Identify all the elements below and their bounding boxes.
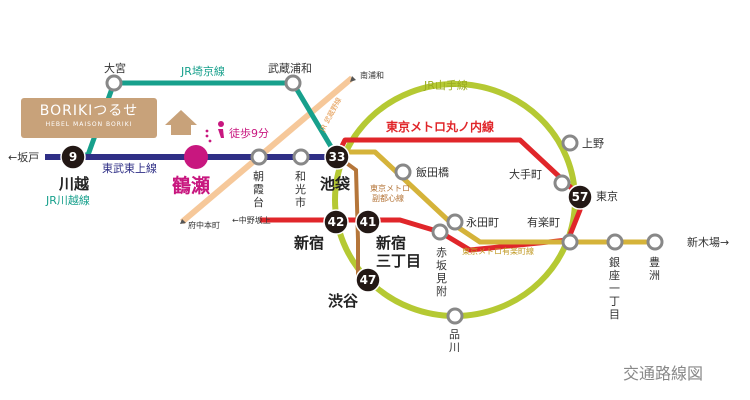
label-ginza-itchome: 銀 座 一 丁 目 xyxy=(609,255,620,321)
line-label-marunouchi: 東京メトロ丸ノ内線 xyxy=(386,119,494,134)
label-nagatacho: 永田町 xyxy=(466,215,499,229)
station-ueno[interactable] xyxy=(561,134,579,152)
minami-urawa-arrow-icon xyxy=(350,76,356,82)
svg-text:座: 座 xyxy=(609,268,620,282)
line-label-saikyo: JR埼京線 xyxy=(180,64,225,78)
svg-text:銀: 銀 xyxy=(609,255,620,269)
svg-text:一: 一 xyxy=(609,282,620,295)
svg-text:附: 附 xyxy=(436,284,447,298)
line-label-fukutoshin-2: 副都心線 xyxy=(372,193,404,203)
walker-icon xyxy=(205,121,224,143)
house-icon xyxy=(165,110,197,135)
station-iidabashi[interactable] xyxy=(394,163,412,181)
svg-text:朝: 朝 xyxy=(253,170,264,183)
label-iidabashi: 飯田橋 xyxy=(416,165,449,179)
label-ueno: 上野 xyxy=(582,137,604,150)
station-nagatacho[interactable] xyxy=(446,213,464,231)
svg-text:見: 見 xyxy=(436,272,447,285)
line-label-yurakucho: 東京メトロ有楽町線 xyxy=(462,246,534,256)
line-label-fukutoshin-1: 東京メトロ xyxy=(370,183,410,193)
walk-time: 徒歩9分 xyxy=(229,126,269,140)
direction-nakano-sakaue: ←中野坂上 xyxy=(232,215,271,225)
svg-text:坂: 坂 xyxy=(436,259,447,272)
svg-text:川: 川 xyxy=(449,341,460,354)
svg-text:品: 品 xyxy=(449,328,460,341)
badge-shinjuku-3: 41 xyxy=(355,209,381,235)
direction-minami-urawa: 南浦和 xyxy=(360,70,384,80)
svg-text:9: 9 xyxy=(69,150,77,164)
label-shinjuku-3-b: 三丁目 xyxy=(376,252,421,270)
svg-text:33: 33 xyxy=(329,150,346,164)
brand-name: BORIKIつるせ xyxy=(39,103,139,119)
label-akasaka-mitsuke: 赤 坂 見 附 xyxy=(436,246,447,298)
label-yurakucho: 有楽町 xyxy=(527,215,560,229)
svg-text:47: 47 xyxy=(360,273,377,287)
svg-text:市: 市 xyxy=(295,195,306,209)
label-tsuruse: 鶴瀬 xyxy=(172,174,210,197)
station-musashi-urawa[interactable] xyxy=(284,74,302,92)
direction-sakado: ←坂戸 xyxy=(8,151,39,164)
svg-text:丁: 丁 xyxy=(609,295,620,308)
direction-shin-kiba: 新木場→ xyxy=(687,235,729,249)
station-toyosu[interactable] xyxy=(646,233,664,251)
label-wakoshi: 和 光 市 xyxy=(295,170,306,209)
fuchu-hommachi-arrow-icon xyxy=(180,219,186,224)
station-shinagawa[interactable] xyxy=(446,307,464,325)
label-omiya: 大宮 xyxy=(104,61,126,75)
map-caption: 交通路線図 xyxy=(623,364,703,383)
station-asakadai[interactable] xyxy=(250,148,268,166)
svg-text:豊: 豊 xyxy=(649,256,660,269)
svg-text:目: 目 xyxy=(609,308,620,321)
station-yurakucho[interactable] xyxy=(561,233,579,251)
label-asakadai: 朝 霞 台 xyxy=(253,170,264,209)
direction-fuchu-hommachi: 府中本町 xyxy=(188,220,220,230)
brand-badge: BORIKIつるせ HEBEL MAISON BORIKI xyxy=(21,98,157,138)
line-label-kawagoe: JR川越線 xyxy=(45,193,90,207)
badge-kawagoe: 9 xyxy=(60,144,86,170)
label-toyosu: 豊 洲 xyxy=(649,256,660,282)
badge-shinjuku: 42 xyxy=(323,209,349,235)
badge-shibuya: 47 xyxy=(355,267,381,293)
svg-text:霞: 霞 xyxy=(253,183,264,196)
svg-text:41: 41 xyxy=(360,215,377,229)
fukutoshin-line xyxy=(343,160,360,280)
svg-text:洲: 洲 xyxy=(649,269,660,282)
svg-text:和: 和 xyxy=(295,170,306,183)
svg-text:赤: 赤 xyxy=(436,246,447,259)
label-tokyo: 東京 xyxy=(596,189,618,203)
label-otemachi: 大手町 xyxy=(509,167,542,181)
label-shinjuku: 新宿 xyxy=(294,234,324,252)
svg-text:光: 光 xyxy=(295,182,306,196)
line-label-yamanote: JR山手線 xyxy=(423,78,468,92)
label-shinagawa: 品 川 xyxy=(449,328,460,354)
musashino-line xyxy=(180,75,354,225)
badge-tokyo: 57 xyxy=(567,184,593,210)
station-tsuruse[interactable] xyxy=(184,145,208,169)
station-wakoshi[interactable] xyxy=(292,148,310,166)
label-shibuya: 渋谷 xyxy=(328,292,359,310)
label-kawagoe: 川越 xyxy=(58,175,90,193)
label-shinjuku-3-a: 新宿 xyxy=(376,234,406,252)
label-ikebukuro: 池袋 xyxy=(320,175,351,193)
station-markers xyxy=(105,74,664,325)
station-ginza-itchome[interactable] xyxy=(606,233,624,251)
label-musashi-urawa: 武蔵浦和 xyxy=(268,62,312,75)
badge-ikebukuro: 33 xyxy=(324,144,350,170)
svg-text:57: 57 xyxy=(572,190,589,204)
svg-text:台: 台 xyxy=(253,195,264,209)
station-akasaka-mitsuke[interactable] xyxy=(431,223,449,241)
svg-text:42: 42 xyxy=(328,215,345,229)
station-omiya[interactable] xyxy=(105,74,123,92)
brand-subtitle: HEBEL MAISON BORIKI xyxy=(45,121,133,128)
station-otemachi[interactable] xyxy=(553,174,571,192)
line-label-tobu-tojo: 東武東上線 xyxy=(102,161,157,175)
